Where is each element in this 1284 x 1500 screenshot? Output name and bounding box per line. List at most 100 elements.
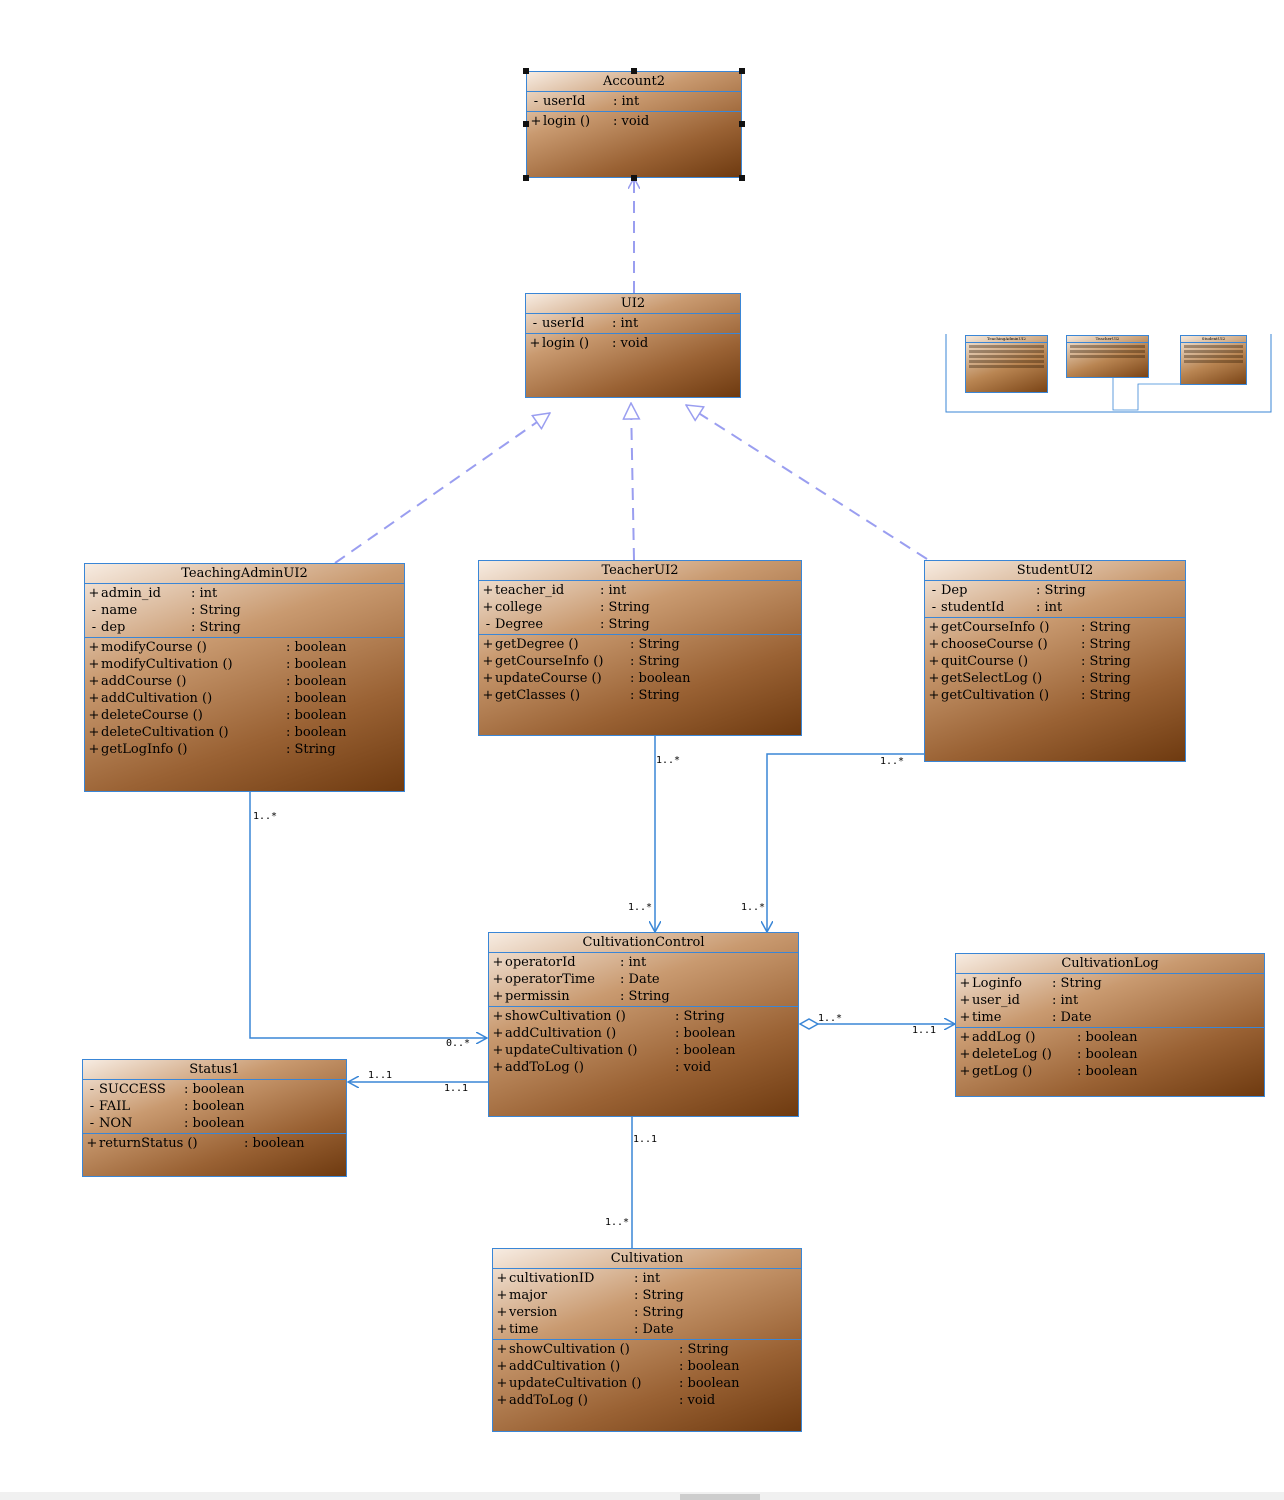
method-row[interactable]: +deleteCultivation (): boolean xyxy=(85,724,404,741)
type-name: int xyxy=(608,583,627,598)
multiplicity-label: 1..* xyxy=(741,902,766,913)
type-separator: : xyxy=(630,688,639,703)
selection-handle[interactable] xyxy=(739,175,745,181)
attribute-row[interactable]: +major: String xyxy=(493,1287,801,1304)
method-row[interactable]: +addToLog (): void xyxy=(489,1059,798,1076)
minimap-connector xyxy=(1112,378,1180,411)
teachingadmin-realizes-ui2 xyxy=(334,413,550,564)
method-row[interactable]: +getCultivation (): String xyxy=(925,687,1185,704)
selection-handle[interactable] xyxy=(739,121,745,127)
class-account2[interactable]: Account2-userId: int+login (): void xyxy=(526,71,742,178)
selection-handle[interactable] xyxy=(523,175,529,181)
type-separator: : xyxy=(612,316,621,331)
attribute-row[interactable]: +cultivationID: int xyxy=(493,1270,801,1287)
method-row[interactable]: +addCourse (): boolean xyxy=(85,673,404,690)
method-row[interactable]: +getCourseInfo (): String xyxy=(479,653,801,670)
type-name: String xyxy=(608,600,650,615)
attribute-row[interactable]: +user_id: int xyxy=(956,992,1264,1009)
method-row[interactable]: +getCourseInfo (): String xyxy=(925,619,1185,636)
attribute-row[interactable]: -name: String xyxy=(85,602,404,619)
attribute-row[interactable]: +permissin: String xyxy=(489,988,798,1005)
attribute-row[interactable]: -Dep: String xyxy=(925,582,1185,599)
type-name: boolean xyxy=(294,640,347,655)
method-row[interactable]: +quitCourse (): String xyxy=(925,653,1185,670)
type-name: String xyxy=(199,603,241,618)
attribute-row[interactable]: +college: String xyxy=(479,599,801,616)
class-cultivationcontrol[interactable]: CultivationControl+operatorId: int+opera… xyxy=(488,932,799,1117)
type-name: boolean xyxy=(294,691,347,706)
method-row[interactable]: +chooseCourse (): String xyxy=(925,636,1185,653)
attribute-row[interactable]: -SUCCESS: boolean xyxy=(83,1081,346,1098)
method-row[interactable]: +returnStatus (): boolean xyxy=(83,1135,346,1152)
method-row[interactable]: +addCultivation (): boolean xyxy=(493,1358,801,1375)
method-row[interactable]: +getClasses (): String xyxy=(479,687,801,704)
visibility-marker: - xyxy=(91,603,97,618)
class-ui2[interactable]: UI2-userId: int+login (): void xyxy=(525,293,741,398)
selection-handle[interactable] xyxy=(631,68,637,74)
type-separator: : xyxy=(191,603,200,618)
minimap-thumb-student[interactable]: StudentUI2 xyxy=(1180,335,1247,385)
method-name: getSelectLog () xyxy=(941,671,1043,686)
selection-handle[interactable] xyxy=(739,68,745,74)
method-row[interactable]: +getSelectLog (): String xyxy=(925,670,1185,687)
class-teachingadminui2[interactable]: TeachingAdminUI2+admin_id: int-name: Str… xyxy=(84,563,405,792)
method-row[interactable]: +getLog (): boolean xyxy=(956,1063,1264,1080)
attribute-row[interactable]: +version: String xyxy=(493,1304,801,1321)
method-row[interactable]: +addLog (): boolean xyxy=(956,1029,1264,1046)
attribute-row[interactable]: +operatorId: int xyxy=(489,954,798,971)
method-row[interactable]: +updateCultivation (): boolean xyxy=(493,1375,801,1392)
method-row[interactable]: +addCultivation (): boolean xyxy=(489,1025,798,1042)
attribute-row[interactable]: +time: Date xyxy=(956,1009,1264,1026)
attribute-row[interactable]: -FAIL: boolean xyxy=(83,1098,346,1115)
type-separator: : xyxy=(286,725,295,740)
method-row[interactable]: +showCultivation (): String xyxy=(493,1341,801,1358)
class-status1[interactable]: Status1-SUCCESS: boolean-FAIL: boolean-N… xyxy=(82,1059,347,1177)
method-row[interactable]: +updateCultivation (): boolean xyxy=(489,1042,798,1059)
visibility-marker: + xyxy=(86,1136,98,1151)
attribute-row[interactable]: +teacher_id: int xyxy=(479,582,801,599)
attribute-row[interactable]: -userId: int xyxy=(527,93,741,110)
scrollbar-thumb[interactable] xyxy=(680,1494,760,1500)
method-row[interactable]: +deleteLog (): boolean xyxy=(956,1046,1264,1063)
class-cultivationlog[interactable]: CultivationLog+Loginfo: String+user_id: … xyxy=(955,953,1265,1097)
type-separator: : xyxy=(1052,976,1061,991)
type-separator: : xyxy=(620,955,629,970)
attribute-row[interactable]: -dep: String xyxy=(85,619,404,636)
selection-handle[interactable] xyxy=(631,175,637,181)
method-row[interactable]: +modifyCourse (): boolean xyxy=(85,639,404,656)
minimap-thumb-teacher[interactable]: TeacherUI2 xyxy=(1066,335,1149,378)
minimap-thumb-teachingadmin[interactable]: TeachingAdminUI2 xyxy=(965,335,1048,393)
minimap-thumb-title: TeacherUI2 xyxy=(1067,336,1148,343)
attribute-row[interactable]: -Degree: String xyxy=(479,616,801,633)
method-row[interactable]: +showCultivation (): String xyxy=(489,1008,798,1025)
attribute-row[interactable]: -studentId: int xyxy=(925,599,1185,616)
method-row[interactable]: +addCultivation (): boolean xyxy=(85,690,404,707)
attribute-row[interactable]: +time: Date xyxy=(493,1321,801,1338)
method-row[interactable]: +deleteCourse (): boolean xyxy=(85,707,404,724)
attribute-row[interactable]: -userId: int xyxy=(526,315,740,332)
selection-handle[interactable] xyxy=(523,68,529,74)
method-row[interactable]: +getDegree (): String xyxy=(479,636,801,653)
visibility-marker: + xyxy=(928,637,940,652)
method-row[interactable]: +login (): void xyxy=(526,335,740,352)
method-row[interactable]: +login (): void xyxy=(527,113,741,130)
type-separator: : xyxy=(286,657,295,672)
visibility-marker: + xyxy=(959,1064,971,1079)
selection-handle[interactable] xyxy=(523,121,529,127)
attribute-row[interactable]: -NON: boolean xyxy=(83,1115,346,1132)
method-row[interactable]: +getLogInfo (): String xyxy=(85,741,404,758)
attribute-row[interactable]: +admin_id: int xyxy=(85,585,404,602)
class-teacherui2[interactable]: TeacherUI2+teacher_id: int+college: Stri… xyxy=(478,560,802,736)
attribute-row[interactable]: +operatorTime: Date xyxy=(489,971,798,988)
method-row[interactable]: +modifyCultivation (): boolean xyxy=(85,656,404,673)
class-cultivation[interactable]: Cultivation+cultivationID: int+major: St… xyxy=(492,1248,802,1432)
attributes-section: +teacher_id: int+college: String-Degree:… xyxy=(479,581,801,635)
class-studentui2[interactable]: StudentUI2-Dep: String-studentId: int+ge… xyxy=(924,560,1186,762)
method-name: addCultivation () xyxy=(509,1359,621,1374)
method-row[interactable]: +updateCourse (): boolean xyxy=(479,670,801,687)
method-row[interactable]: +addToLog (): void xyxy=(493,1392,801,1409)
horizontal-scrollbar[interactable] xyxy=(0,1492,1284,1500)
attribute-name: college xyxy=(495,600,543,615)
attribute-row[interactable]: +Loginfo: String xyxy=(956,975,1264,992)
